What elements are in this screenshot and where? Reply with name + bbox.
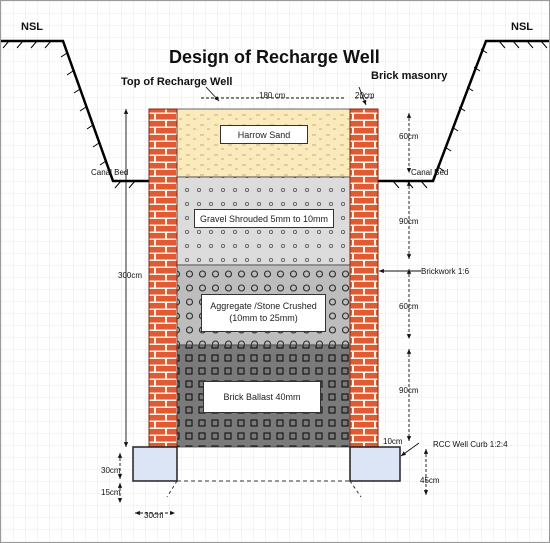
curb-left <box>132 446 178 482</box>
brick-wall-right <box>349 108 379 448</box>
dim-curb-top: 10cm <box>383 437 403 446</box>
brick-masonry-label: Brick masonry <box>371 70 448 82</box>
layer-label-aggregate: Aggregate /Stone Crushed (10mm to 25mm) <box>201 294 326 332</box>
dim-total-depth: 300cm <box>118 271 143 280</box>
layer-label-brick-ballast: Brick Ballast 40mm <box>203 381 321 413</box>
ground-profile <box>1 39 549 183</box>
canal-bed-left-label: Canal Bed <box>91 168 129 177</box>
layer-name-aggregate: Aggregate /Stone Crushed (10mm to 25mm) <box>210 301 317 323</box>
dim-curb-lower: 15cm <box>101 488 121 497</box>
top-of-well-label: Top of Recharge Well <box>121 76 233 88</box>
dim-ballast: 90cm <box>399 386 419 395</box>
dim-sand: 60cm <box>399 132 419 141</box>
diagram-title: Design of Recharge Well <box>169 47 380 67</box>
dimension-lines <box>117 86 429 516</box>
nsl-label-right: NSL <box>511 21 533 33</box>
layer-name-harrow-sand: Harrow Sand <box>237 129 291 140</box>
canal-bed-right-label: Canal Bed <box>411 168 449 177</box>
curb-right <box>349 446 401 482</box>
layer-label-harrow-sand: Harrow Sand <box>220 125 308 144</box>
layer-name-brick-ballast: Brick Ballast 40mm <box>223 392 301 402</box>
brickwork-label: Brickwork 1:6 <box>421 267 470 276</box>
dim-wall-thickness: 20cm <box>355 91 375 100</box>
dim-width-inner: 180 cm <box>259 91 286 100</box>
dim-curb-right: 45cm <box>420 476 440 485</box>
dim-curb-width: 30cm <box>144 511 164 520</box>
layer-name-gravel: Gravel Shrouded 5mm to 10mm <box>199 213 329 224</box>
dim-curb-height: 30cm <box>101 466 121 475</box>
layer-label-gravel: Gravel Shrouded 5mm to 10mm <box>194 209 334 228</box>
dim-aggregate: 60cm <box>399 302 419 311</box>
rcc-curb-label: RCC Well Curb 1:2:4 <box>433 440 508 449</box>
nsl-label-left: NSL <box>21 21 43 33</box>
brick-wall-left <box>148 108 178 448</box>
ground-hatch <box>2 40 548 189</box>
dim-gravel: 90cm <box>399 217 419 226</box>
